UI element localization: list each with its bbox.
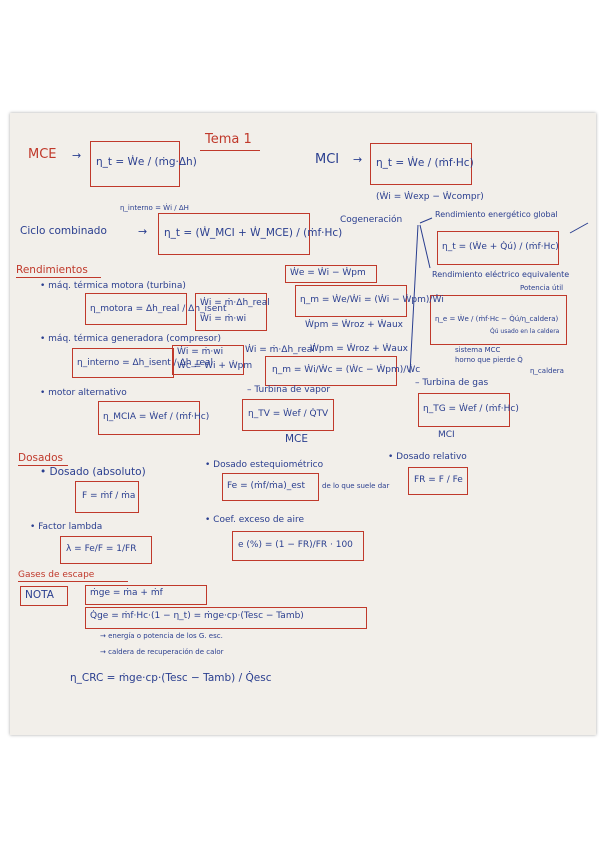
mechanical-losses-formula-2: Ẇpm = Ẇroz + Ẇaux	[310, 344, 408, 354]
gas-heat-formula: Q̇ge = ṁf·Hc·(1 − η_t) = ṁge·cp·(Tesc − …	[90, 611, 304, 621]
coef-exceso-box	[232, 531, 364, 561]
mechanical-efficiency-box	[295, 285, 407, 317]
rendimiento-electrico-label: Rendimiento eléctrico equivalente	[432, 270, 570, 279]
horno-note: horno que pierde Q̇	[455, 356, 523, 364]
dosado-estequiometrico-label: • Dosado estequiométrico	[205, 460, 324, 470]
nota-box	[20, 586, 68, 606]
turbina-gas-label: – Turbina de gas	[415, 378, 489, 388]
rendimiento-global-label: Rendimiento energético global	[435, 210, 558, 219]
ciclo-combinado-formula: η_t = (Ẇ_MCI + Ẇ_MCE) / (ṁf·Hc)	[164, 227, 343, 239]
turbina-gas-mci-label: MCI	[438, 430, 455, 440]
generadora-formula-box	[72, 348, 174, 378]
gas-heat-box	[85, 607, 367, 629]
effective-work-box	[285, 265, 377, 283]
dosado-absoluto-label: • Dosado (absoluto)	[40, 466, 146, 478]
heading-underline	[18, 465, 68, 466]
cogeneracion-arrows	[409, 217, 589, 374]
generadora-work-box	[172, 345, 244, 375]
caldera-note: η_caldera	[530, 367, 564, 375]
generadora-efficiency-formula: η_interno = Δh_isent / Δh_real	[77, 358, 213, 368]
arrow-line	[419, 224, 431, 269]
ciclo-combinado-label: Ciclo combinado	[20, 225, 107, 237]
arrow-icon: →	[138, 225, 148, 238]
mce-internal-formula: η_interno = Ẇi / ΔH	[120, 204, 189, 212]
motora-formula-box	[85, 293, 187, 325]
maq-generadora-label: • máq. térmica generadora (compresor)	[40, 334, 221, 344]
turbina-vapor-formula: η_TV = Ẇef / Q̇TV	[248, 409, 329, 419]
gas-energy-note: → energía o potencia de los G. esc.	[100, 632, 223, 640]
rendimientos-heading: Rendimientos	[16, 264, 88, 276]
dosado-estequiometrico-box	[222, 473, 319, 501]
arrow-icon: →	[72, 149, 82, 162]
crc-efficiency-formula: η_CRC = ṁge·cp·(Tesc − Tamb) / Q̇esc	[70, 672, 272, 684]
factor-lambda-box	[60, 536, 152, 564]
mechanical-efficiency-formula: η_m = Ẇe/Ẇi = (Ẇi − Ẇpm)/Ẇi	[300, 295, 444, 305]
motora-efficiency-formula: η_motora = Δh_real / Δh_isent	[90, 304, 227, 314]
arrow-icon: →	[353, 153, 363, 166]
mci-formula-box	[370, 143, 472, 185]
caldera-recuperacion-note: → caldera de recuperación de calor	[100, 648, 224, 656]
generadora-work-formula-1: Ẇi = ṁ·wi	[177, 347, 224, 357]
mce-label: MCE	[28, 147, 57, 162]
nota-label: NOTA	[25, 589, 54, 601]
mci-label: MCI	[315, 152, 340, 167]
turbina-gas-box	[418, 393, 510, 427]
dosado-relativo-formula: FR = F / Fe	[414, 475, 463, 485]
page-title: Tema 1	[205, 132, 252, 147]
factor-lambda-formula: λ = Fe/F = 1/FR	[66, 544, 137, 554]
motor-alternativo-formula: η_MCIA = Ẇef / (ṁf·Hc)	[103, 412, 210, 422]
mechanical-losses-formula: Ẇpm = Ẇroz + Ẇaux	[305, 320, 403, 330]
heading-underline	[16, 277, 101, 278]
rendimiento-electrico-box	[430, 295, 567, 345]
dosados-heading: Dosados	[18, 452, 63, 464]
motora-work-box	[195, 293, 267, 331]
mechanical-efficiency-formula-2: η_m = Ẇi/Ẇc = (Ẇc − Ẇpm)/Ẇc	[272, 365, 421, 375]
arrow-line	[419, 217, 433, 224]
dosado-relativo-box	[408, 467, 468, 495]
coef-exceso-formula: e (%) = (1 − FR)/FR · 100	[238, 540, 353, 550]
generadora-work-formula-3: Ẇi = ṁ·Δh_real	[245, 345, 315, 355]
gases-escape-heading: Gases de escape	[18, 570, 95, 580]
motora-work-formula-1: Ẇi = ṁ·Δh_real	[200, 298, 270, 308]
caldera-usage-note: Q̇ú usado en la caldera	[490, 328, 560, 335]
notes-sheet: Tema 1 MCE → η_t = Ẇe / (ṁg·Δh) η_intern…	[10, 113, 596, 735]
maq-motora-label: • máq. térmica motora (turbina)	[40, 281, 186, 291]
mce-formula-box	[90, 141, 180, 187]
potencia-util-label: Potencia útil	[520, 284, 564, 292]
rendimiento-global-box	[437, 231, 559, 265]
motor-alternativo-label: • motor alternativo	[40, 388, 127, 398]
dosado-absoluto-formula: F = ṁf / ṁa	[82, 491, 136, 501]
arrow-line	[409, 224, 419, 374]
turbina-vapor-box	[242, 399, 334, 431]
dosado-absoluto-box	[75, 481, 139, 513]
gas-mass-box	[85, 585, 207, 605]
mce-efficiency-formula: η_t = Ẇe / (ṁg·Δh)	[96, 156, 197, 168]
effective-work-formula: Ẇe = Ẇi − Ẇpm	[290, 268, 366, 278]
mechanical-efficiency-box-2	[265, 356, 397, 386]
mci-work-formula: (Ẇi = Ẇexp − Ẇcompr)	[376, 192, 484, 202]
title-underline	[200, 150, 260, 151]
mci-efficiency-formula: η_t = Ẇe / (ṁf·Hc)	[376, 157, 474, 169]
turbina-vapor-mce-label: MCE	[285, 433, 309, 445]
generadora-work-formula-2: Ẇc = Ẇi + Ẇpm	[177, 361, 253, 371]
turbina-vapor-label: – Turbina de vapor	[247, 385, 331, 395]
dosado-estequiometrico-formula: Fe = (ṁf/ṁa)_est	[227, 481, 306, 491]
dosado-estequiometrico-note: de lo que suele dar	[322, 482, 390, 490]
motor-alternativo-box	[98, 401, 200, 435]
ciclo-formula-box	[158, 213, 310, 255]
sistema-mcc-note: sistema MCC	[455, 346, 501, 354]
coef-exceso-label: • Coef. exceso de aire	[205, 515, 304, 525]
rendimiento-global-formula: η_t = (Ẇe + Q̇ú) / (ṁf·Hc)	[442, 242, 559, 252]
cogeneracion-label: Cogeneración	[340, 215, 403, 225]
rendimiento-electrico-formula: η_e = Ẇe / (ṁf·Hc − Q̇ú/η_caldera)	[435, 315, 559, 323]
dosado-relativo-label: • Dosado relativo	[388, 452, 467, 462]
turbina-gas-formula: η_TG = Ẇef / (ṁf·Hc)	[423, 404, 519, 414]
motora-work-formula-2: Ẇi = ṁ·wi	[200, 314, 247, 324]
heading-underline	[18, 581, 128, 582]
arrow-line	[569, 222, 589, 234]
factor-lambda-label: • Factor lambda	[30, 522, 103, 532]
gas-mass-formula: ṁge = ṁa + ṁf	[90, 588, 163, 598]
